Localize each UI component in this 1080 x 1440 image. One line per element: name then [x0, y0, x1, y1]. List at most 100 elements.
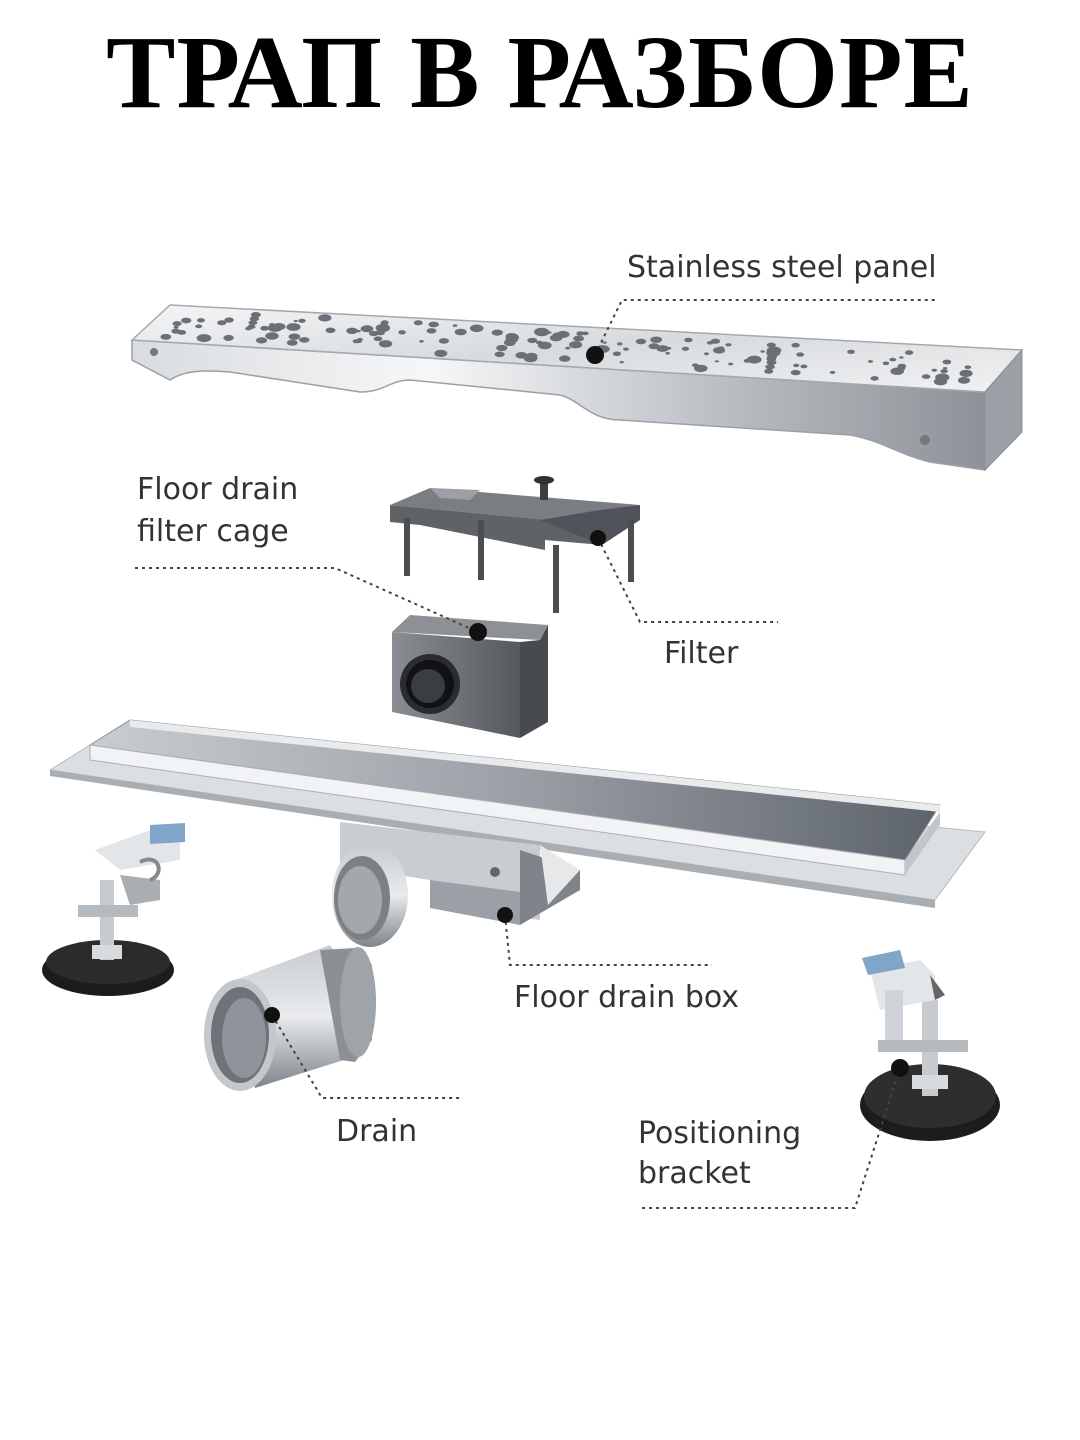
panel-hole: [793, 363, 800, 368]
leader-bracket: [640, 1067, 901, 1209]
panel-hole: [288, 333, 301, 340]
panel-hole: [904, 350, 914, 355]
panel-hole: [957, 377, 971, 384]
dot-filter: [590, 530, 606, 546]
panel-hole: [765, 364, 775, 370]
leader-lines: [135, 299, 935, 1209]
floor-drain-channel: [48, 719, 986, 908]
panel-hole: [469, 324, 484, 333]
panel-hole: [177, 330, 187, 335]
panel-holes: [160, 312, 973, 386]
panel-hole: [791, 342, 800, 348]
label-floor-drain-box: Floor drain box: [514, 980, 740, 1015]
panel-hole: [496, 344, 508, 352]
panel-hole: [491, 329, 503, 336]
panel-hole: [269, 323, 275, 326]
panel-hole: [576, 331, 585, 336]
panel-hole: [573, 335, 585, 342]
panel-hole: [829, 370, 836, 374]
panel-hole: [602, 341, 607, 344]
panel-hole: [293, 319, 298, 323]
panel-hole: [704, 352, 709, 356]
panel-hole: [766, 342, 776, 348]
panel-hole: [935, 373, 950, 382]
floor-drain-box: [332, 822, 580, 947]
panel-hole: [648, 343, 660, 350]
panel-hole: [565, 346, 571, 350]
drain-pipe: [204, 945, 376, 1091]
panel-hole: [217, 320, 227, 326]
panel-hole: [963, 372, 969, 376]
panel-hole: [681, 346, 690, 351]
panel-hole: [921, 374, 931, 379]
dot-box: [497, 907, 513, 923]
panel-hole: [434, 349, 448, 357]
panel-hole: [746, 355, 762, 364]
leader-drain: [271, 1014, 462, 1099]
panel-hole: [325, 327, 336, 334]
panel-hole: [356, 329, 361, 333]
panel-hole: [373, 336, 383, 342]
leader-dots: [264, 346, 909, 1077]
panel-hole: [419, 340, 424, 343]
panel-hole: [181, 317, 192, 324]
panel-hole: [571, 342, 582, 348]
panel-hole: [931, 368, 938, 372]
panel-hole: [899, 356, 904, 359]
panel-hole: [635, 338, 647, 345]
panel-hole: [706, 341, 714, 345]
panel-hole: [265, 332, 279, 340]
panel-hole: [796, 352, 804, 357]
panel-hole: [760, 350, 765, 353]
label-drain: Drain: [336, 1114, 418, 1149]
filter: [390, 476, 640, 613]
label-positioning-bracket-line1: Positioning: [638, 1116, 802, 1151]
panel-hole: [398, 330, 406, 335]
panel-hole: [173, 325, 179, 329]
panel-hole: [623, 347, 629, 351]
panel-hole: [361, 326, 370, 332]
panel-hole: [870, 376, 879, 381]
label-floor-drain-cage-line2: filter cage: [137, 514, 289, 549]
panel-hole: [428, 321, 440, 328]
panel-hole: [224, 337, 232, 342]
panel-hole: [889, 357, 897, 362]
panel-hole: [868, 360, 873, 363]
panel-hole: [286, 339, 298, 346]
panel-hole: [656, 345, 669, 352]
panel-hole: [505, 336, 519, 343]
panel-hole: [942, 367, 948, 370]
panel-hole: [413, 320, 423, 326]
panel-hole: [272, 323, 286, 331]
panel-hole: [245, 326, 252, 331]
panel-hole: [559, 355, 571, 362]
panel-hole: [650, 336, 663, 343]
panel-hole: [375, 324, 390, 332]
panel-hole: [255, 337, 268, 344]
panel-hole: [882, 361, 890, 366]
stainless-steel-panel: [130, 304, 1024, 472]
panel-hole: [454, 328, 467, 336]
panel-hole: [942, 359, 952, 365]
dot-cage: [469, 623, 487, 641]
panel-hole: [318, 314, 332, 322]
panel-hole: [195, 324, 203, 329]
panel-hole: [665, 351, 670, 355]
label-positioning-bracket-line2: bracket: [638, 1156, 751, 1191]
panel-hole: [766, 356, 777, 362]
label-stainless-steel-panel: Stainless steel panel: [627, 250, 937, 285]
diagram-title: ТРАП В РАЗБОРЕ: [106, 15, 974, 130]
panel-hole: [346, 327, 358, 334]
panel-hole: [694, 364, 708, 373]
panel-hole: [286, 323, 301, 331]
panel-hole: [438, 338, 449, 344]
panel-hole: [378, 340, 393, 348]
panel-hole: [964, 365, 972, 370]
panel-hole: [452, 324, 458, 327]
panel-hole: [728, 362, 734, 366]
panel-hole: [612, 351, 622, 357]
panel-hole: [224, 317, 234, 323]
panel-hole: [527, 337, 538, 344]
panel-hole: [549, 334, 563, 342]
